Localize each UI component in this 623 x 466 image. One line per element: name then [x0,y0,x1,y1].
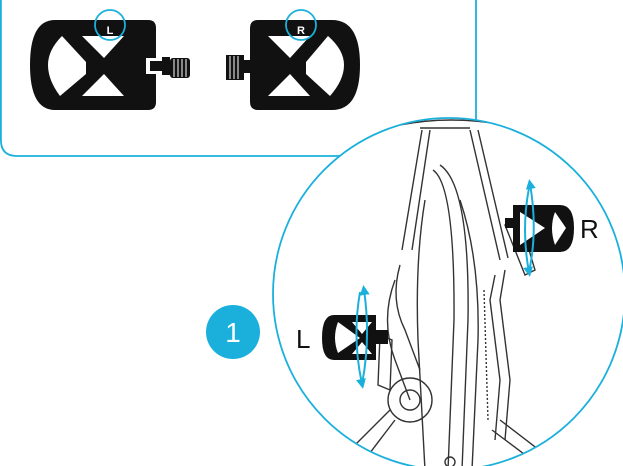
zoom-circle-outline [272,117,623,466]
detail-right-pedal: R [505,179,599,277]
right-pedal-illustration: R [226,9,360,110]
step-badge: 1 [206,305,260,359]
detail-left-pedal: L [296,285,388,389]
detail-left-label: L [296,324,310,354]
bike-crank-detail [349,119,561,466]
detail-right-label: R [580,214,599,244]
step-number: 1 [225,317,241,348]
left-pedal-illustration: L [30,9,190,110]
zoom-circle-background [273,118,623,466]
right-pedal-tag: R [297,25,305,37]
left-pedal-tag: L [107,25,114,37]
